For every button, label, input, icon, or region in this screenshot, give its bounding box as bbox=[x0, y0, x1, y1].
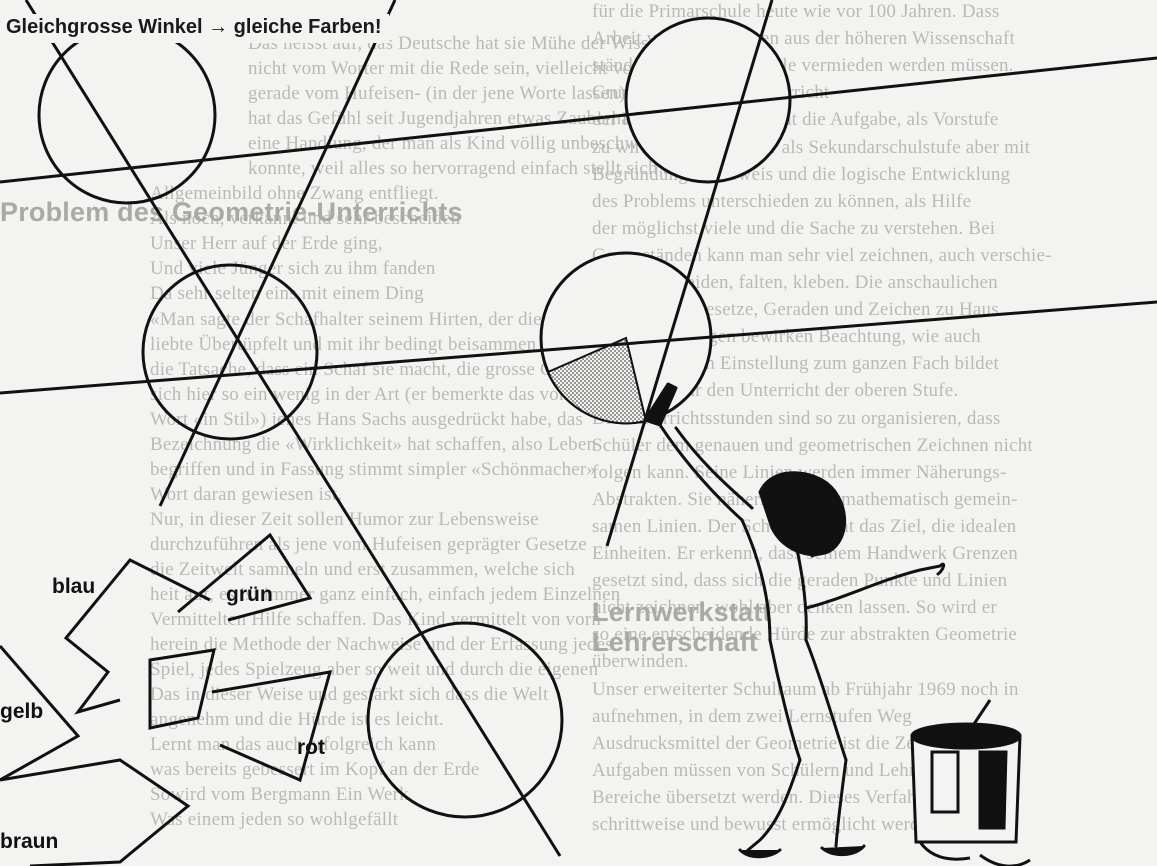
circle-left-3 bbox=[368, 623, 562, 817]
angle-star bbox=[0, 535, 330, 866]
color-label-braun: braun bbox=[0, 830, 58, 854]
arrow-center bbox=[150, 650, 214, 728]
worksheet-title: Gleichgrosse Winkel → gleiche Farben! bbox=[4, 14, 389, 43]
transversal-upper bbox=[0, 58, 1157, 182]
circle-left-1 bbox=[39, 27, 215, 203]
arrow-rot bbox=[212, 672, 330, 780]
paint-pot bbox=[912, 700, 1030, 866]
color-label-gelb: gelb bbox=[0, 700, 43, 724]
color-label-gruen: grün bbox=[226, 583, 273, 607]
color-label-blau: blau bbox=[52, 575, 95, 599]
painter-figure bbox=[645, 384, 944, 857]
color-label-rot: rot bbox=[297, 736, 325, 760]
diagonal-center bbox=[160, 0, 395, 506]
diagonal-left bbox=[26, 0, 560, 856]
arrow-gruen bbox=[178, 535, 310, 620]
